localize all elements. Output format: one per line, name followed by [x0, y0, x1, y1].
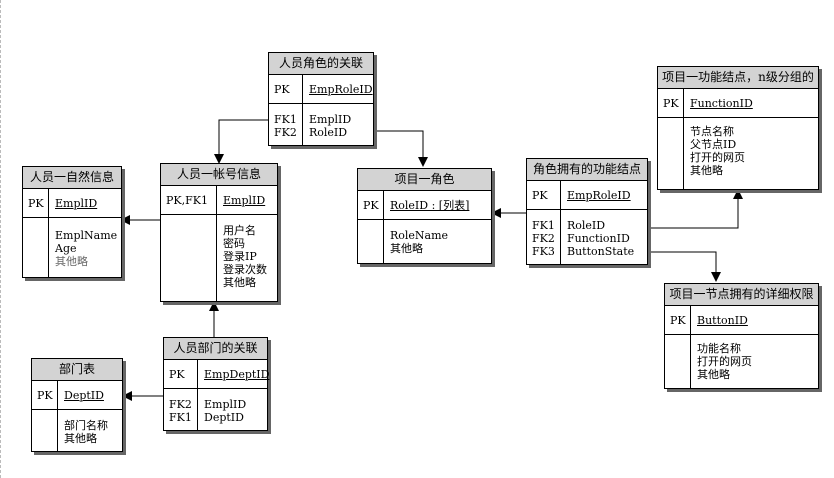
entity-emp-dept: 人员部门的关联 PK EmpDeptID FK2 FK1 EmplID Dept…: [163, 337, 270, 431]
entity-role-function-node: 角色拥有的功能结点 PK EmpRoleID FK1 FK2 FK3 RoleI…: [526, 158, 648, 265]
entity-title: 项目一角色: [358, 169, 491, 191]
field: RoleName: [390, 229, 449, 242]
pk-field: EmpRoleID: [567, 189, 631, 202]
fk-key: FK2: [274, 126, 297, 139]
pk-field: DeptID: [64, 389, 104, 402]
field: EmplID: [204, 398, 247, 411]
field: 登录IP: [223, 250, 257, 263]
pk-field: EmpRoleID: [309, 83, 373, 96]
field: 部门名称: [64, 419, 108, 432]
field: 其他略: [64, 432, 97, 445]
pk-key: PK: [169, 368, 185, 381]
field: RoleID: [567, 219, 606, 232]
pk-field: EmplID: [55, 197, 98, 210]
pk-key: PK: [663, 97, 679, 110]
entity-account-info: 人员一帐号信息 PK,FK1 EmplID 用户名 密码 登录IP 登录次数 其…: [160, 163, 278, 302]
link-rolefunc-funcnode: [648, 189, 743, 229]
entity-title: 项目一功能结点，n级分组的: [658, 67, 818, 89]
entity-emp-role: 人员角色的关联 PK EmpRoleID FK1 FK2 EmplID Role…: [268, 52, 374, 146]
pk-key: PK: [363, 199, 379, 212]
field: FunctionID: [567, 232, 630, 245]
pk-field: ButtonID: [697, 314, 748, 327]
link-emprole-role: [373, 130, 428, 167]
fk-key: FK1: [274, 113, 297, 126]
pk-key: PK: [670, 314, 686, 327]
field: ButtonState: [567, 245, 635, 258]
pk-field: EmpDeptID: [204, 368, 270, 381]
pk-field: FunctionID: [690, 97, 753, 110]
page-margin-guide: [0, 0, 5, 478]
entity-natural-info: 人员一自然信息 PK EmplID EmplName Age 其他略: [22, 166, 122, 278]
entity-project-role: 项目一角色 PK RoleID : [列表] RoleName 其他略: [357, 168, 492, 264]
field: 密码: [223, 237, 245, 250]
entity-node-permission: 项目一节点拥有的详细权限 PK ButtonID 功能名称 打开的网页 其他略: [664, 283, 819, 389]
pk-field: RoleID : [列表]: [390, 199, 470, 212]
entity-title: 人员部门的关联: [164, 338, 267, 360]
entity-title: 人员角色的关联: [269, 53, 373, 75]
field: 节点名称: [690, 125, 734, 138]
link-emprole-account: [214, 119, 268, 164]
field: 其他略: [697, 368, 730, 381]
fk-key: FK3: [532, 245, 555, 258]
pk-key: PK: [37, 389, 53, 402]
pk-field: EmplID: [223, 194, 266, 207]
field: 用户名: [223, 224, 256, 237]
field: 登录次数: [223, 263, 267, 276]
field: EmplName: [55, 229, 118, 242]
entity-title: 人员一自然信息: [23, 167, 121, 189]
field: 功能名称: [697, 342, 741, 355]
pk-key: PK: [274, 83, 290, 96]
field: 父节点ID: [690, 138, 737, 151]
field: 其他略: [223, 276, 256, 289]
field: Age: [55, 242, 77, 255]
fk-key: FK2: [169, 398, 192, 411]
field: EmplID: [309, 113, 352, 126]
field: 打开的网页: [697, 355, 752, 368]
entity-title: 人员一帐号信息: [161, 164, 277, 186]
fk-key: FK1: [169, 411, 192, 424]
field: 打开的网页: [690, 151, 745, 164]
entity-department: 部门表 PK DeptID 部门名称 其他略: [31, 358, 123, 452]
entity-title: 部门表: [32, 359, 122, 381]
field: RoleID: [309, 126, 348, 139]
entity-function-node: 项目一功能结点，n级分组的 PK FunctionID 节点名称 父节点ID 打…: [657, 66, 819, 190]
link-rolefunc-nodeperm: [648, 251, 721, 282]
pk-key: PK: [532, 189, 548, 202]
field: DeptID: [204, 411, 244, 424]
entity-title: 项目一节点拥有的详细权限: [665, 284, 818, 306]
fk-key: FK2: [532, 232, 555, 245]
field: 其他略: [390, 242, 423, 255]
field: 其他略: [690, 164, 723, 177]
entity-title: 角色拥有的功能结点: [527, 159, 647, 181]
fk-key: FK1: [532, 219, 555, 232]
field: 其他略: [55, 255, 88, 268]
pk-key: PK: [28, 197, 44, 210]
pk-key: PK,FK1: [166, 194, 208, 207]
